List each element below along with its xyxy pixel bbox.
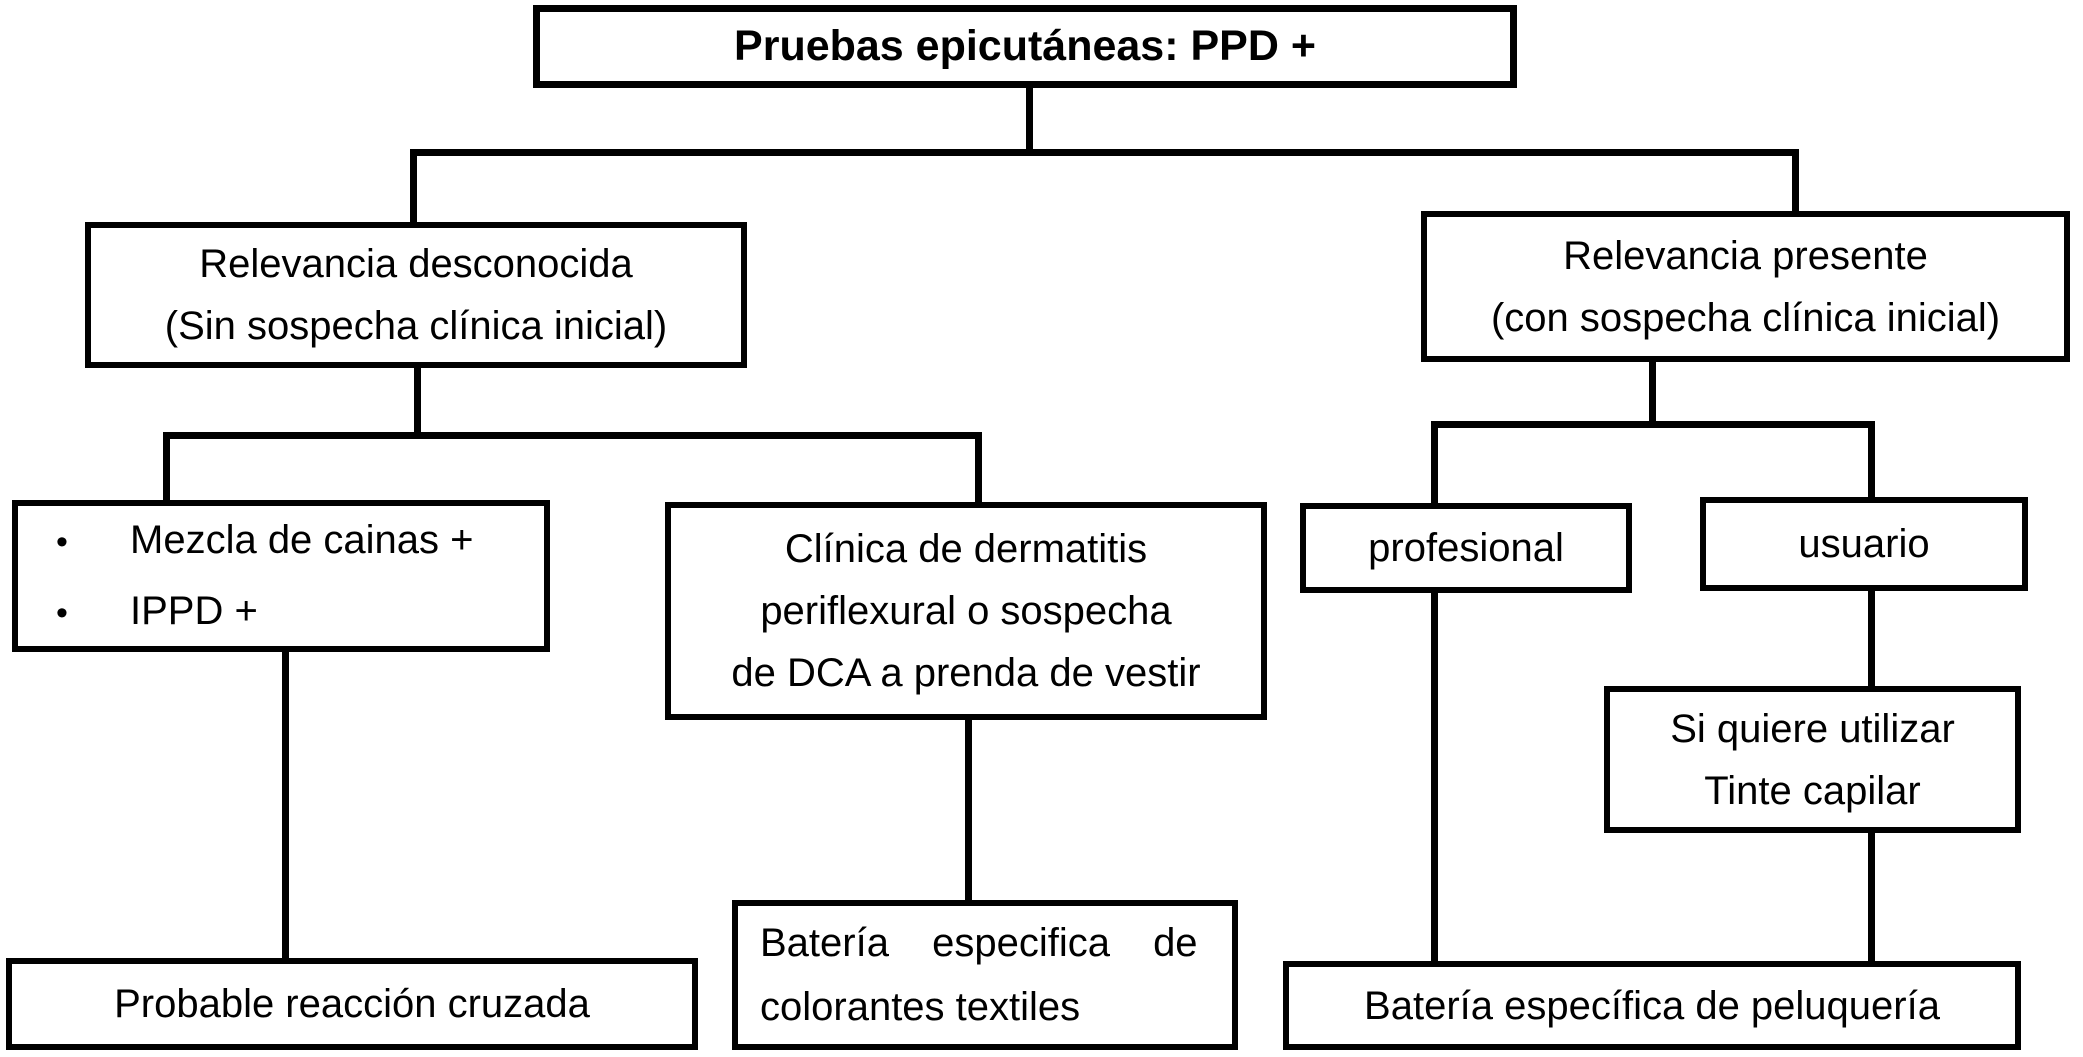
connector-presente-trunk [1649, 358, 1656, 428]
node-usuario: usuario [1700, 497, 2028, 591]
connector-mezcla-to-probable [282, 648, 289, 963]
node-tinte-capilar-line1: Si quiere utilizar [1670, 706, 1955, 751]
node-clinica-dermatitis-line3: de DCA a prenda de vestir [731, 651, 1201, 695]
connector-left-drop-clinica [975, 432, 982, 506]
list-item: • IPPD + [56, 576, 544, 647]
node-ippd-label: IPPD + [130, 589, 258, 633]
bullet-icon: • [56, 522, 68, 561]
node-bateria-peluqueria: Batería específica de peluquería [1283, 961, 2021, 1050]
node-mezcla-cainas-ippd: • Mezcla de cainas + • IPPD + [12, 500, 550, 652]
connector-usuario-to-tinte [1868, 588, 1875, 690]
connector-right-drop-profesional [1431, 421, 1438, 509]
connector-level1-horizontal [410, 149, 1799, 156]
node-bateria-colorantes-textiles-line1: Batería especifica de [760, 921, 1198, 965]
node-probable-reaccion-cruzada-label: Probable reacción cruzada [114, 982, 590, 1026]
node-tinte-capilar: Si quiere utilizar Tinte capilar [1604, 686, 2021, 833]
connector-desconocida-trunk [414, 363, 421, 439]
bullet-icon: • [56, 594, 68, 632]
node-pruebas-epicutaneas-label: Pruebas epicutáneas: PPD + [734, 22, 1316, 71]
node-clinica-dermatitis: Clínica de dermatitis periflexural o sos… [665, 502, 1267, 720]
connector-level1-left-drop [410, 149, 417, 227]
node-clinica-dermatitis-line1: Clínica de dermatitis [784, 527, 1148, 571]
node-clinica-dermatitis-line2: periflexural o sospecha [760, 589, 1172, 633]
connector-left-horizontal [163, 432, 982, 439]
node-relevancia-desconocida-line2: (Sin sospecha clínica inicial) [164, 304, 668, 348]
connector-right-horizontal [1431, 421, 1875, 428]
connector-tinte-to-peluqueria [1868, 830, 1875, 966]
node-relevancia-desconocida: Relevancia desconocida (Sin sospecha clí… [85, 222, 747, 368]
connector-profesional-to-peluqueria [1431, 589, 1438, 966]
node-bateria-peluqueria-label: Batería específica de peluquería [1364, 983, 1940, 1028]
node-relevancia-desconocida-line1: Relevancia desconocida [199, 242, 633, 286]
node-relevancia-presente-line2: (con sospecha clínica inicial) [1490, 295, 2001, 340]
node-pruebas-epicutaneas: Pruebas epicutáneas: PPD + [533, 5, 1517, 88]
connector-level1-right-drop [1792, 149, 1799, 215]
node-bateria-colorantes-textiles-line2: colorantes textiles [760, 985, 1081, 1029]
connector-clinica-to-textiles [965, 716, 972, 905]
connector-right-drop-usuario [1868, 421, 1875, 503]
node-relevancia-presente: Relevancia presente (con sospecha clínic… [1421, 211, 2070, 362]
node-profesional-label: profesional [1368, 526, 1564, 570]
node-probable-reaccion-cruzada: Probable reacción cruzada [6, 958, 698, 1050]
node-relevancia-presente-line1: Relevancia presente [1563, 233, 1928, 278]
connector-title-trunk [1026, 85, 1033, 156]
node-usuario-label: usuario [1798, 522, 1930, 566]
node-mezcla-cainas-label: Mezcla de cainas + [130, 517, 474, 562]
connector-left-drop-mezcla [163, 432, 170, 505]
node-tinte-capilar-line2: Tinte capilar [1704, 768, 1921, 813]
list-item: • Mezcla de cainas + [56, 505, 544, 576]
node-profesional: profesional [1300, 503, 1632, 593]
node-bateria-colorantes-textiles: Batería especifica de colorantes textile… [732, 900, 1238, 1050]
